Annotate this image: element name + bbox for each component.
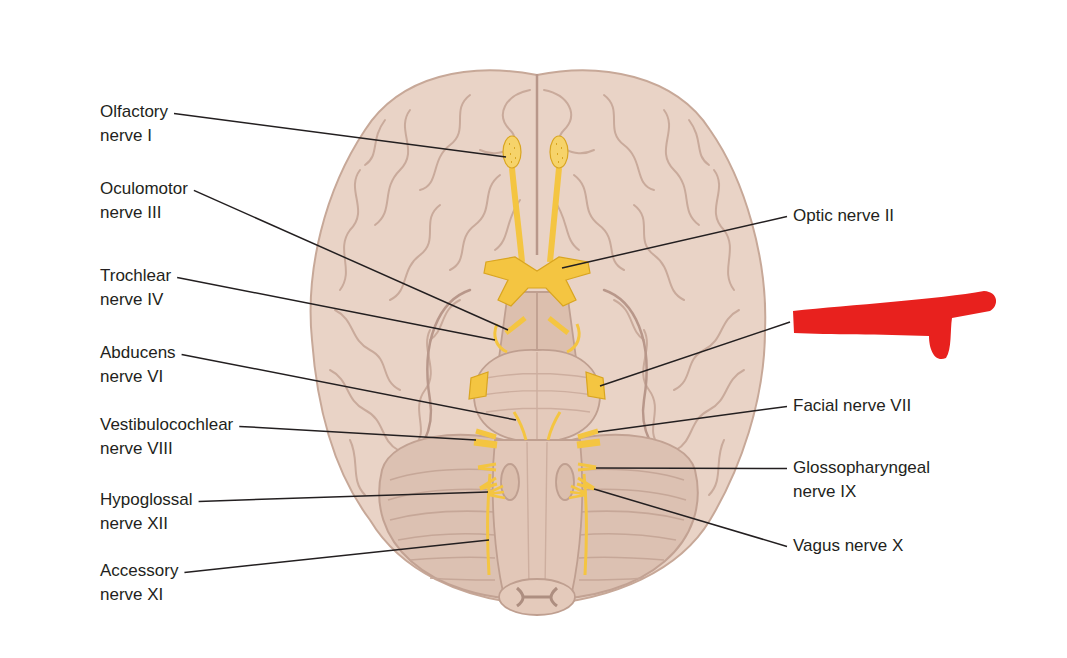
nerve-label: Facial nerve VII: [793, 394, 911, 418]
cranial-nerves: [514, 412, 526, 440]
leader-line: [177, 277, 495, 340]
nerve-label: Vestibulocochlear nerve VIII: [100, 413, 260, 461]
gyri-right: [709, 440, 724, 495]
cranial-nerves: [488, 474, 490, 575]
nerve-label: Olfactory nerve I: [100, 100, 204, 148]
gyri-left: [450, 175, 500, 270]
cranial-nerves: [567, 324, 579, 352]
brainstem: [501, 464, 519, 500]
cranial-nerves: [469, 372, 488, 399]
cerebellum-folia: [398, 534, 495, 540]
leader-line: [174, 113, 506, 157]
cerebellum-folia: [579, 511, 684, 520]
cerebellum-folia: [390, 469, 495, 480]
brainstem: [556, 464, 574, 500]
cranial-nerves: [488, 486, 505, 498]
cranial-nerves: [506, 318, 525, 333]
nerve-label: Glossopharyngeal nerve IX: [793, 456, 958, 504]
redacted-callout: [600, 291, 996, 386]
gyri-right: [689, 120, 709, 165]
cranial-nerves: [474, 442, 497, 445]
cranial-nerves: [577, 442, 600, 445]
cerebellum-folia: [430, 578, 495, 580]
brainstem: [536, 292, 538, 358]
nerve-label: Oculomotor nerve III: [100, 177, 204, 225]
cranial-nerves: [577, 464, 596, 489]
cranial-nerves: [503, 136, 521, 168]
cranial-nerves: [484, 257, 590, 306]
nerve-label: Vagus nerve X: [793, 534, 903, 558]
gyri-left: [330, 370, 398, 450]
leader-line: [596, 467, 787, 469]
cranial-nerves: [578, 431, 598, 437]
gyri-right: [604, 95, 654, 190]
cranial-nerves: [584, 474, 586, 575]
gyri-left: [340, 170, 360, 290]
brainstem: [474, 350, 600, 442]
cranial-nerves: [550, 168, 559, 262]
cerebellum: [379, 435, 698, 600]
brainstem: [474, 292, 600, 615]
cranial-nerves: [478, 464, 497, 489]
leader-line: [600, 322, 790, 386]
cranial-nerves: [550, 136, 568, 168]
cerebellum-folia: [410, 557, 495, 560]
cerebellum: [379, 435, 698, 600]
gyri-left: [420, 95, 470, 190]
cerebrum: [311, 70, 766, 605]
brainstem: [499, 579, 575, 615]
brainstem: [482, 352, 593, 440]
nerve-label: Accessory nerve XI: [100, 559, 204, 607]
cerebellum-folia: [579, 469, 686, 580]
gyri-left: [350, 440, 365, 495]
cerebellum-folia: [579, 534, 676, 540]
cerebrum: [536, 74, 539, 255]
brainstem: [493, 440, 583, 592]
cerebellum-folia: [579, 469, 684, 480]
cranial-nerves: [512, 168, 522, 262]
gyri-left: [365, 120, 385, 165]
leader-line: [239, 426, 476, 440]
red-scribble: [793, 291, 996, 359]
leader-line: [199, 492, 488, 501]
cranial-nerves: [548, 412, 560, 440]
brainstem: [517, 588, 557, 606]
gyri-right: [634, 205, 684, 300]
nerve-label: Optic nerve II: [793, 204, 894, 228]
gyri-right: [676, 370, 744, 450]
leader-line: [182, 354, 516, 420]
nerve-label: Abducens nerve VI: [100, 341, 204, 389]
leader-line: [562, 216, 787, 268]
cerebellum-folia: [579, 578, 644, 580]
leader-line: [194, 190, 508, 330]
leader-line: [598, 406, 787, 432]
leader-line: [594, 489, 787, 546]
gyri-left: [335, 310, 400, 390]
cranial-nerves: [569, 486, 586, 498]
gyri: [330, 90, 744, 495]
cranial-nerves: [549, 318, 568, 333]
cerebellum-folia: [390, 511, 495, 520]
nerve-label: Hypoglossal nerve XII: [100, 488, 204, 536]
cerebrum: [311, 70, 766, 605]
cranial-nerves: [469, 136, 605, 575]
cerebellum-folia: [579, 489, 686, 500]
gyri-left: [390, 205, 440, 300]
cranial-nerves: [476, 431, 496, 437]
brainstem: [527, 442, 547, 590]
leader-line: [184, 540, 489, 572]
cerebellum-folia: [579, 557, 664, 560]
cranial-nerves: [509, 144, 563, 162]
gyri-right: [614, 300, 644, 340]
nerve-label: Trochlear nerve IV: [100, 264, 204, 312]
